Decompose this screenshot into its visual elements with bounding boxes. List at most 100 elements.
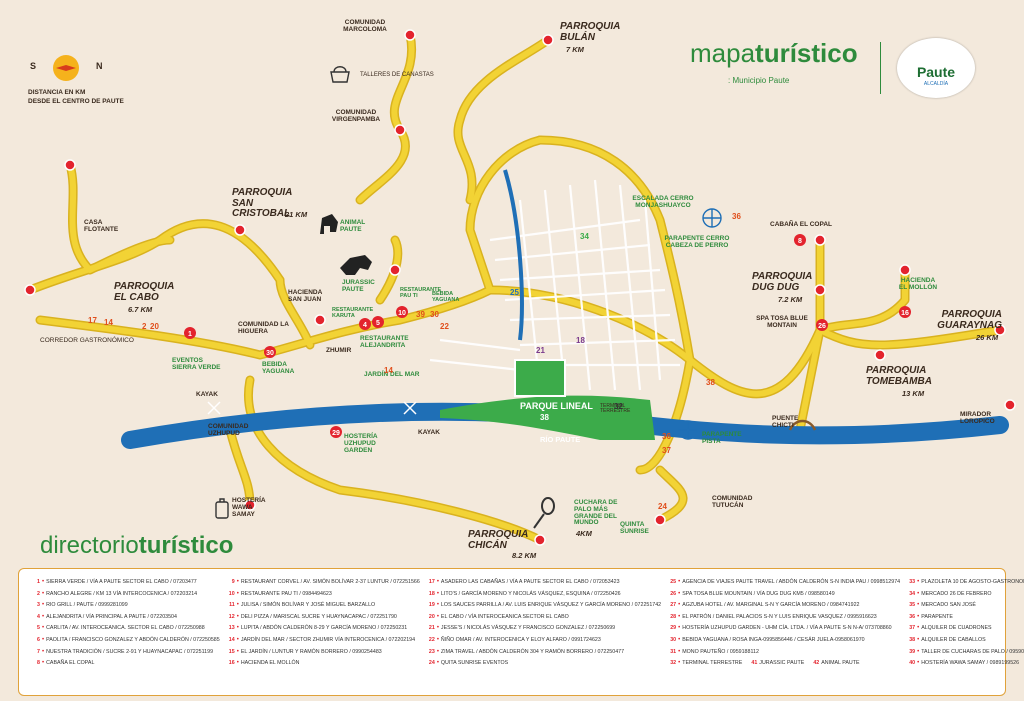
label-mirador: MIRADOR LOROPICO: [960, 411, 995, 425]
label-hosteria-uzhupud: HOSTERÍA UZHUPUD GARDEN: [344, 433, 378, 454]
category-icon: •: [236, 625, 239, 632]
entry-number: 22: [428, 636, 435, 643]
svg-text:30: 30: [266, 350, 274, 357]
entry-text: AGENCIA DE VIAJES PAUTE TRAVEL / ABDÓN C…: [682, 579, 901, 585]
directory-entry: 16•HACIENDA EL MOLLÓN: [226, 658, 420, 669]
label-dug-dug-km: 7.2 KM: [778, 295, 803, 304]
entry-text: ANIMAL PAUTE: [821, 660, 860, 667]
compass-north-label: N: [96, 61, 103, 71]
category-icon: •: [917, 625, 920, 632]
entry-text: LITO'S / GARCÍA MORENO Y NICOLÁS VÁSQUEZ…: [440, 590, 621, 597]
category-icon: •: [236, 613, 239, 620]
label-el-cabo-km: 6.7 KM: [128, 305, 153, 314]
label-zhumir: ZHUMIR: [326, 347, 352, 354]
entry-number: 11: [229, 602, 235, 609]
directory-col-4: 25•AGENCIA DE VIAJES PAUTE TRAVEL / ABDÓ…: [667, 577, 900, 691]
directory-entry: 7•NUESTRA TRADICIÓN / SUCRE 2-91 Y HUAYN…: [31, 647, 220, 658]
brand-divider: [880, 42, 881, 94]
entry-text: ZIMA TRAVEL / ABDÓN CALDERÓN 304 Y RAMÓN…: [440, 648, 625, 655]
entry-number: 35: [909, 602, 916, 609]
label-chican-km: 8.2 KM: [512, 551, 537, 560]
label-animal-paute: ANIMAL PAUTE: [340, 219, 366, 233]
directory-entry: 13•LUPITA / ABDÓN CALDERÓN 8-29 Y GARCÍA…: [226, 623, 420, 634]
entry-text: HOSTERÍA WAWA SAMAY / 0989199526: [921, 660, 1020, 667]
label-tomebamba-km: 13 KM: [902, 389, 925, 398]
horse-icon: [320, 214, 338, 234]
paute-logo: Paute ALCALDÍA: [897, 38, 975, 98]
directory-entry: 12•DELI PIZZA / MARISCAL SUCRE Y HUAYNAC…: [226, 612, 420, 623]
label-wawa: HOSTERÍA WAWA SAMAY: [232, 497, 266, 518]
label-quinta-sunrise: QUINTA SUNRISE: [620, 521, 649, 535]
distance-note-1: DISTANCIA EN KM: [28, 89, 86, 96]
category-icon: •: [917, 590, 920, 597]
category-icon: •: [236, 590, 239, 597]
entry-number: 14: [228, 636, 235, 643]
label-dug-dug: PARROQUIA DUG DUG: [752, 271, 812, 293]
entry-text: JULISA / SIMÓN BOLÍVAR Y JOSÉ MIGUEL BAR…: [240, 602, 376, 609]
entry-number: 40: [909, 660, 916, 667]
directory-entry: 25•AGENCIA DE VIAJES PAUTE TRAVEL / ABDÓ…: [667, 577, 900, 588]
pin-32: 32: [614, 402, 623, 411]
entry-text: HOSTERÍA UZHUPUD GARDEN - UHM CÍA. LTDA.…: [682, 625, 892, 632]
entry-text: SIERRA VERDE / VÍA A PAUTE SECTOR EL CAB…: [46, 579, 197, 585]
directory-entry: 2•RANCHO ALEGRE / KM 13 VÍA INTERCOCENIC…: [31, 589, 220, 600]
pin-17: 17: [88, 316, 97, 325]
category-icon: •: [436, 602, 439, 609]
svg-text:29: 29: [332, 430, 340, 437]
directory-col-2: 9•RESTAURANT CORVEL / AV. SIMÓN BOLÍVAR …: [226, 577, 420, 691]
entry-number: 13: [228, 625, 235, 632]
svg-text:10: 10: [398, 310, 406, 317]
label-bulan-km: 7 KM: [566, 45, 584, 54]
label-corredor: CORREDOR GASTRONÓMICO: [40, 337, 134, 344]
directory-entry: 35•MERCADO SAN JOSÉ: [906, 600, 1024, 611]
label-bebida-yaguana-2: BEBIDA YAGUANA: [432, 291, 460, 303]
kayak-icon-2: [403, 401, 417, 415]
entry-text: HACIENDA EL MOLLÓN: [240, 660, 300, 667]
label-karuta: RESTAURANTE KARUTA: [332, 307, 374, 319]
bridge-icon: [788, 419, 817, 431]
label-parque-num: 38: [540, 413, 549, 422]
directory-entry: 18•LITO'S / GARCÍA MORENO Y NICOLÁS VÁSQ…: [426, 589, 661, 600]
label-jardin-mar: JARDÍN DEL MAR: [364, 371, 420, 378]
entry-number: 37: [909, 625, 916, 632]
dinosaur-icon: [340, 255, 372, 275]
directory-title: directorioturístico: [40, 532, 234, 559]
parque-lineal-area: [440, 395, 655, 440]
suitcase-icon: [215, 498, 229, 519]
entry-number: 27: [670, 602, 677, 609]
entry-text: RANCHO ALEGRE / KM 13 VÍA INTERCOCENICA …: [46, 590, 198, 597]
category-icon: •: [917, 660, 920, 667]
pin-14: 14: [104, 318, 113, 327]
entry-text: CABAÑA EL COPAL: [46, 660, 95, 667]
directory-entry: 5•CARLITA / AV. INTEROCEANICA. SECTOR EL…: [31, 623, 220, 634]
directory-entry: 26•SPA TOSA BLUE MOUNTAIN / VÍA DUG DUG …: [667, 589, 900, 600]
pin-2: 2: [142, 322, 147, 331]
entry-number: 39: [909, 648, 916, 655]
category-icon: •: [678, 613, 681, 620]
directory-entry: 39•TALLER DE CUCHARAS DE PALO / 09590581…: [906, 647, 1024, 658]
category-icon: •: [236, 636, 239, 643]
label-chican: PARROQUIA CHICÁN: [468, 529, 528, 551]
label-escalada: ESCALADA CERRO MONJASHUAYCO: [632, 195, 694, 209]
category-icon: •: [917, 636, 920, 643]
directory-entry: 14•JARDÍN DEL MAR / SECTOR ZHUMIR VÍA IN…: [226, 635, 420, 646]
paraglider-icon-2: [678, 420, 698, 440]
category-icon: •: [236, 660, 239, 667]
entry-number: 38: [909, 636, 916, 643]
entry-number: 16: [228, 660, 235, 667]
entry-text: QUITA SUNRISE EVENTOS: [440, 660, 509, 667]
entry-number: 2: [37, 590, 40, 597]
label-puente-chicti: PUENTE CHICTI: [772, 415, 799, 429]
label-rio-paute: RÍO PAUTE: [540, 435, 581, 444]
spoon-icon: [533, 497, 555, 529]
entry-number: 31: [670, 648, 677, 655]
red-markers: [24, 29, 1016, 546]
label-talleres: TALLERES DE CANASTAS: [360, 72, 434, 78]
directory-entry: 36•PARAPENTE: [906, 612, 1024, 623]
pin-20: 20: [150, 322, 159, 331]
entry-number: 8: [37, 660, 40, 667]
directory-entry: 8•CABAÑA EL COPAL: [31, 658, 220, 669]
label-guaraynag: PARROQUIA GUARAYNAG: [937, 309, 1002, 331]
entry-text: PARAPENTE: [921, 613, 953, 620]
directory-entry: 37•ALQUILER DE CUADRONES: [906, 623, 1024, 634]
